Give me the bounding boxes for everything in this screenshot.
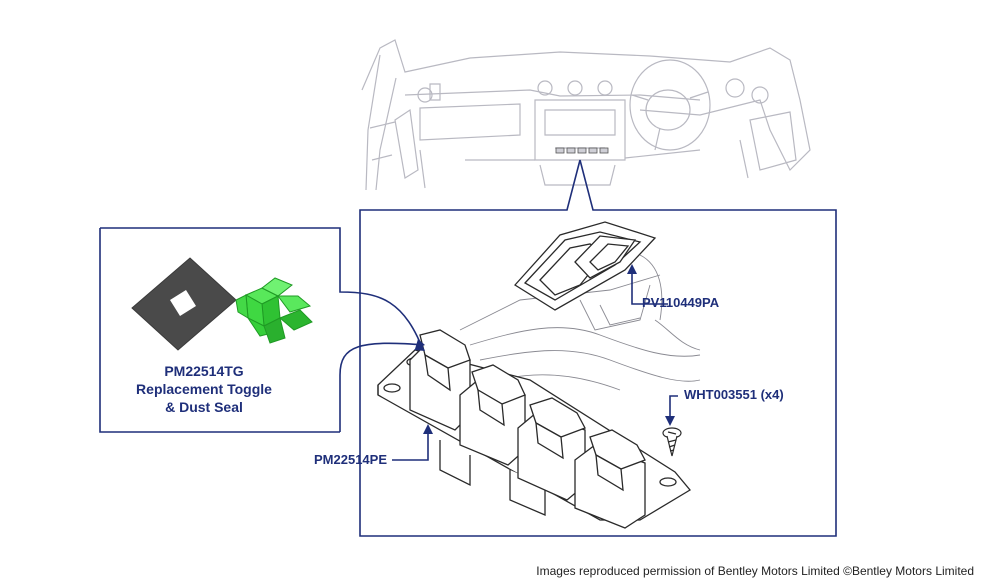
screw-wht003551 xyxy=(662,427,682,457)
label-pm22514tg-line2: & Dust Seal xyxy=(165,399,243,415)
label-pm22514tg-block: PM22514TG Replacement Toggle & Dust Seal xyxy=(134,362,274,416)
replacement-toggle xyxy=(235,277,313,344)
switch-bezel-pv110449pa xyxy=(513,221,657,311)
console-switch-row-sketch xyxy=(555,147,609,154)
label-wht003551: WHT003551 (x4) xyxy=(684,387,784,402)
label-pm22514pe: PM22514PE xyxy=(314,452,387,467)
switch-pack-pm22514pe xyxy=(377,329,691,529)
leader-lines xyxy=(392,272,678,461)
label-pm22514tg-code: PM22514TG xyxy=(164,363,244,379)
label-pm22514tg-line1: Replacement Toggle xyxy=(136,381,272,397)
dashboard-sketch xyxy=(361,39,811,191)
label-pv110449pa: PV110449PA xyxy=(642,295,720,310)
toggle-detail-frame xyxy=(99,227,426,433)
dust-seal xyxy=(131,257,237,351)
arrowheads xyxy=(414,264,675,434)
main-detail-frame xyxy=(359,159,837,537)
copyright-credit: Images reproduced permission of Bentley … xyxy=(536,564,974,578)
